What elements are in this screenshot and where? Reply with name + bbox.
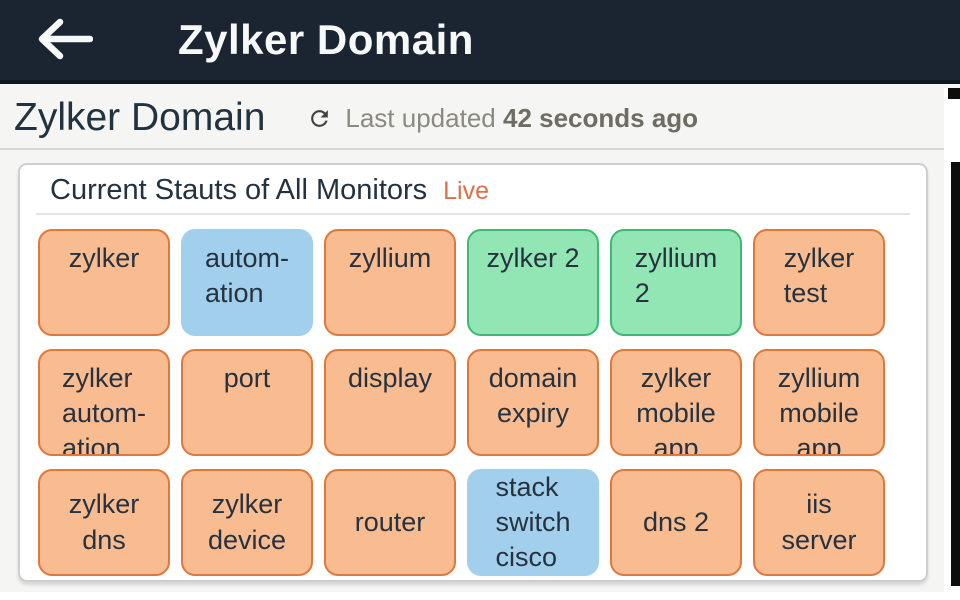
tile-label: dns 2 [642,506,710,537]
monitor-tile[interactable]: domain expiry [467,349,599,456]
tile-label: router [354,506,426,537]
tile-label: autom- ation [204,243,290,309]
page-header: Zylker Domain Last updated 42 seconds ag… [0,88,960,150]
monitors-card: Current Stauts of All Monitors Live zylk… [18,163,928,582]
card-title: Current Stauts of All Monitors [50,174,428,206]
tile-label: zylker device [207,489,287,555]
refresh-icon[interactable] [307,106,332,131]
tile-label: iis server [781,489,857,555]
tile-label: zyllium 2 [634,243,718,309]
bottom-strip [0,592,960,600]
tile-label: zylker test [783,243,855,309]
last-updated-value: 42 seconds ago [502,102,699,133]
monitor-tile[interactable]: zylker autom- ation [38,349,170,456]
monitor-tile[interactable]: zyllium mobile app [753,349,885,456]
monitor-tile[interactable]: iis server [753,469,885,576]
tile-label: stack switch cisco [495,471,571,573]
tile-label: domain expiry [488,363,578,429]
content-area: Current Stauts of All Monitors Live zylk… [0,150,960,600]
tile-label: port [223,363,271,393]
monitor-tile[interactable]: zylker dns [38,469,170,576]
tile-label: zylker autom- ation [61,363,147,456]
tile-label: zylker 2 [486,243,580,273]
monitor-tile[interactable]: port [181,349,313,456]
scrollbar-thumb[interactable] [951,162,960,586]
monitor-tile[interactable]: zyllium [324,229,456,336]
back-button[interactable] [34,12,94,68]
tile-label: zyllium [348,243,432,273]
tile-label: zylker dns [68,489,140,555]
live-badge: Live [443,177,490,205]
card-divider [36,213,910,215]
tile-label: zylker [68,243,140,273]
monitor-tile[interactable]: zyllium 2 [610,229,742,336]
app-bar: Zylker Domain [0,0,960,84]
monitor-tile[interactable]: zylker mobile app [610,349,742,456]
monitor-tile[interactable]: dns 2 [610,469,742,576]
arrow-left-icon [35,18,94,63]
page-title: Zylker Domain [14,96,266,139]
tile-label: zyllium mobile app [777,363,861,456]
monitor-tile[interactable]: zylker device [181,469,313,576]
monitor-tile[interactable]: display [324,349,456,456]
monitor-tile[interactable]: stack switch cisco [467,469,599,576]
tile-label: display [347,363,433,393]
app-bar-title: Zylker Domain [178,16,474,63]
screen-edge-artifact-top [948,88,960,99]
monitor-tile[interactable]: router [324,469,456,576]
monitors-grid: zylker autom- ation zyllium zylker 2 zyllium… [20,215,926,576]
monitor-tile[interactable]: zylker [38,229,170,336]
monitor-tile[interactable]: zylker 2 [467,229,599,336]
last-updated-text: Last updated 42 seconds ago [345,102,699,133]
monitor-tile[interactable]: autom- ation [181,229,313,336]
tile-label: zylker mobile app [636,363,716,456]
monitor-tile[interactable]: zylker test [753,229,885,336]
